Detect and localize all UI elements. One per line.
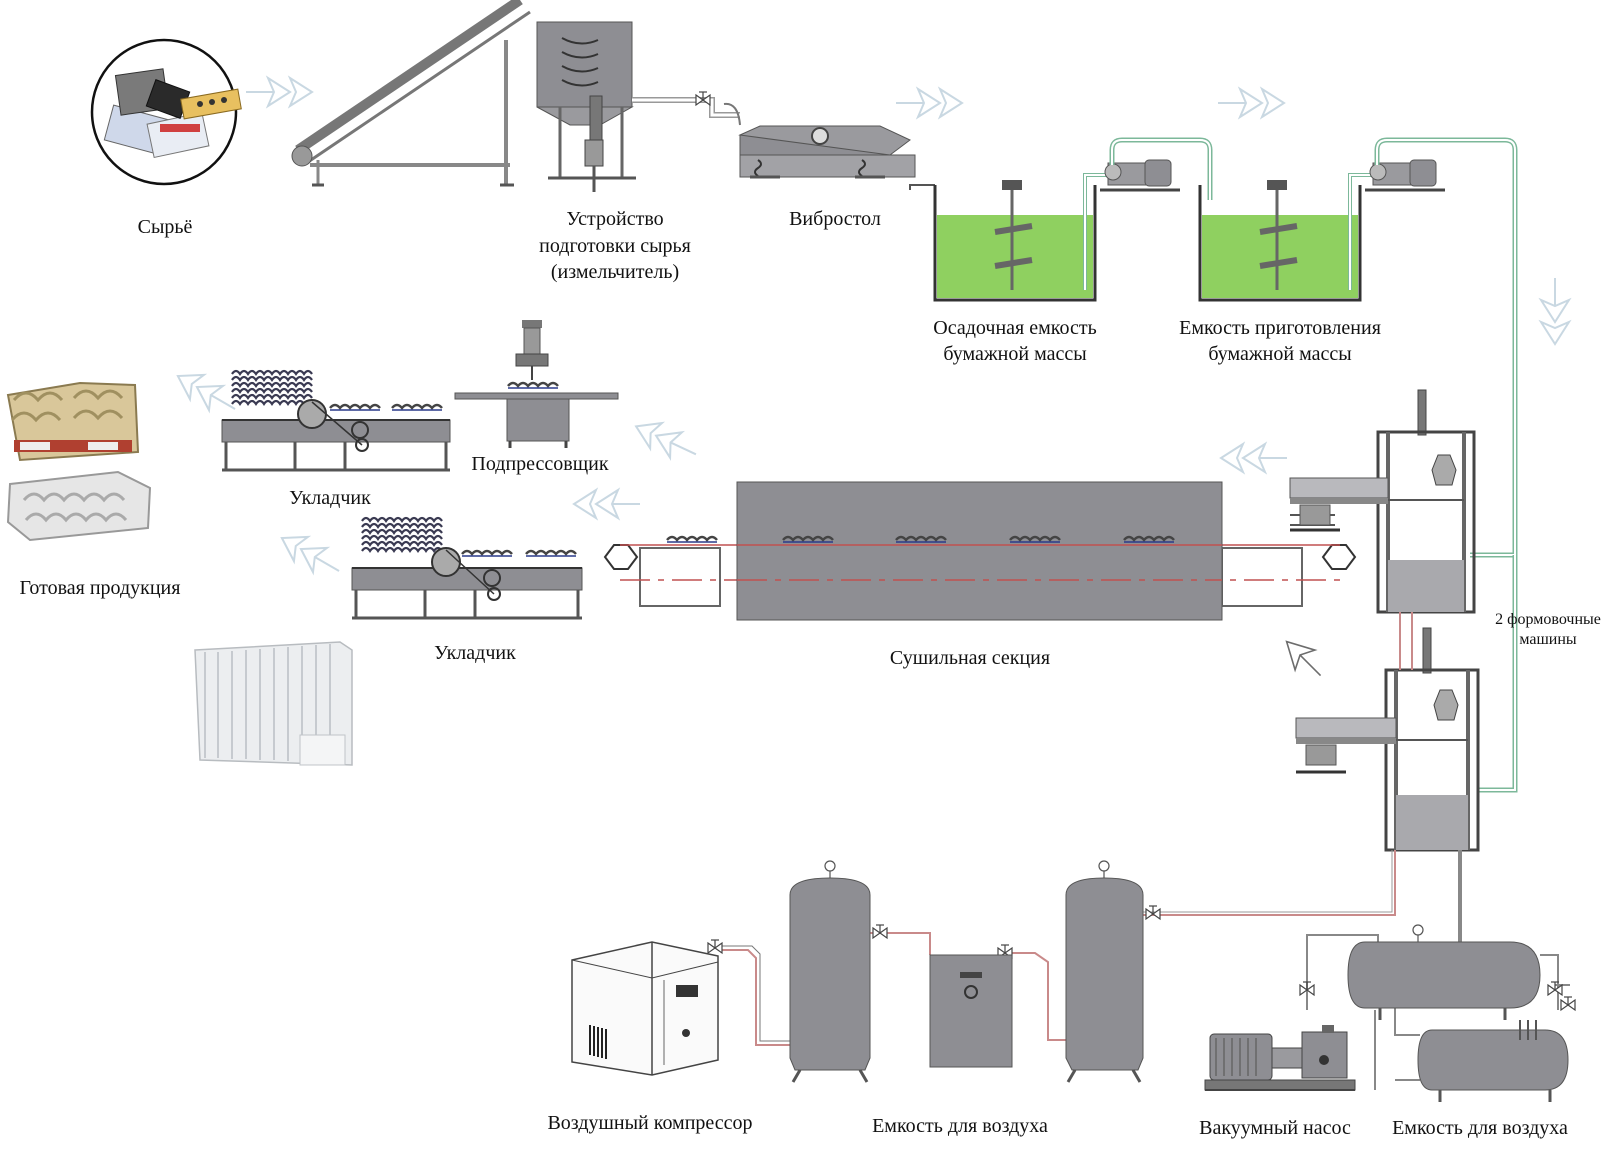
flow-arrow-icon bbox=[573, 489, 641, 519]
flow-arrow-icon bbox=[1540, 277, 1570, 345]
valve-icon bbox=[695, 91, 711, 106]
label-stacker-top: Укладчик bbox=[289, 487, 371, 509]
stacker-bottom bbox=[351, 516, 583, 620]
settling-tank bbox=[933, 137, 1213, 302]
forming-machine-top bbox=[1289, 389, 1476, 614]
forming-machine-bottom bbox=[1295, 627, 1480, 852]
label-forming-machines-line2: машины bbox=[1519, 631, 1577, 648]
vacuum-pump-unit bbox=[1204, 1025, 1356, 1091]
label-crusher-line2: подготовки сырья bbox=[539, 235, 691, 257]
valve-icon bbox=[872, 924, 888, 939]
egg-trays-illustration bbox=[6, 381, 152, 542]
pulp-preparation-tank bbox=[1198, 137, 1518, 793]
gauge-icon bbox=[1098, 860, 1110, 879]
label-crusher-line3: (измельчитель) bbox=[550, 261, 680, 283]
air-dryer-unit bbox=[929, 954, 1013, 1068]
flow-arrow-icon bbox=[895, 88, 963, 118]
label-pulp-tank-line2: бумажной массы bbox=[1208, 343, 1352, 365]
flow-arrows bbox=[169, 77, 1570, 677]
label-finished-products: Готовая продукция bbox=[19, 577, 181, 599]
air-compressor-unit bbox=[571, 941, 719, 1076]
air-tank-1 bbox=[789, 860, 871, 1083]
label-stacker-bottom: Укладчик bbox=[434, 642, 516, 664]
flow-arrow-icon bbox=[1220, 443, 1288, 473]
raw-material-illustration bbox=[90, 38, 242, 186]
vibro-table-unit bbox=[738, 125, 935, 190]
flow-arrow-icon bbox=[273, 524, 348, 585]
label-vibro-table: Вибростол bbox=[789, 208, 881, 230]
air-tank-2 bbox=[1065, 860, 1144, 1083]
hot-press-unit bbox=[454, 320, 619, 448]
label-crusher-line1: Устройство bbox=[566, 208, 664, 230]
label-settling-tank-line2: бумажной массы bbox=[943, 343, 1087, 365]
vacuum-tank-upper bbox=[1347, 924, 1541, 1020]
flow-arrow-icon bbox=[245, 77, 313, 107]
label-vacuum-pump: Вакуумный насос bbox=[1199, 1117, 1351, 1139]
valve-icon bbox=[1145, 905, 1161, 920]
label-air-tank-1: Емкость для воздуха bbox=[872, 1115, 1048, 1137]
forming-machine-link-pipes bbox=[1399, 612, 1413, 670]
label-settling-tank-line1: Осадочная емкость bbox=[933, 317, 1097, 339]
label-pulp-tank-line1: Емкость приготовления bbox=[1179, 317, 1381, 339]
stacked-trays-illustration bbox=[194, 641, 353, 766]
flow-arrow-icon bbox=[1217, 88, 1285, 118]
valve-icon bbox=[1547, 981, 1563, 996]
cursor-arrow-icon bbox=[1285, 640, 1322, 677]
drying-section-unit bbox=[603, 481, 1357, 621]
valve-icon bbox=[707, 939, 723, 954]
gauge-icon bbox=[1412, 924, 1424, 943]
label-drying-section: Сушильная секция bbox=[889, 647, 1051, 669]
flow-arrow-icon bbox=[169, 362, 244, 423]
gauge-icon bbox=[824, 860, 836, 879]
air-pipes bbox=[707, 850, 1576, 1090]
flow-arrow-icon bbox=[629, 412, 703, 468]
valve-icon bbox=[1560, 996, 1576, 1011]
vacuum-tank-lower bbox=[1417, 1020, 1569, 1102]
label-hot-press: Подпрессовщик bbox=[471, 453, 609, 475]
label-air-compressor: Воздушный компрессор bbox=[547, 1112, 753, 1134]
label-forming-machines-line1: 2 формовочные bbox=[1495, 611, 1601, 628]
label-air-tank-2: Емкость для воздуха bbox=[1392, 1117, 1568, 1139]
label-raw-material: Сырьё bbox=[137, 216, 193, 238]
crusher-unit bbox=[291, 0, 741, 192]
stacker-top bbox=[221, 369, 451, 472]
